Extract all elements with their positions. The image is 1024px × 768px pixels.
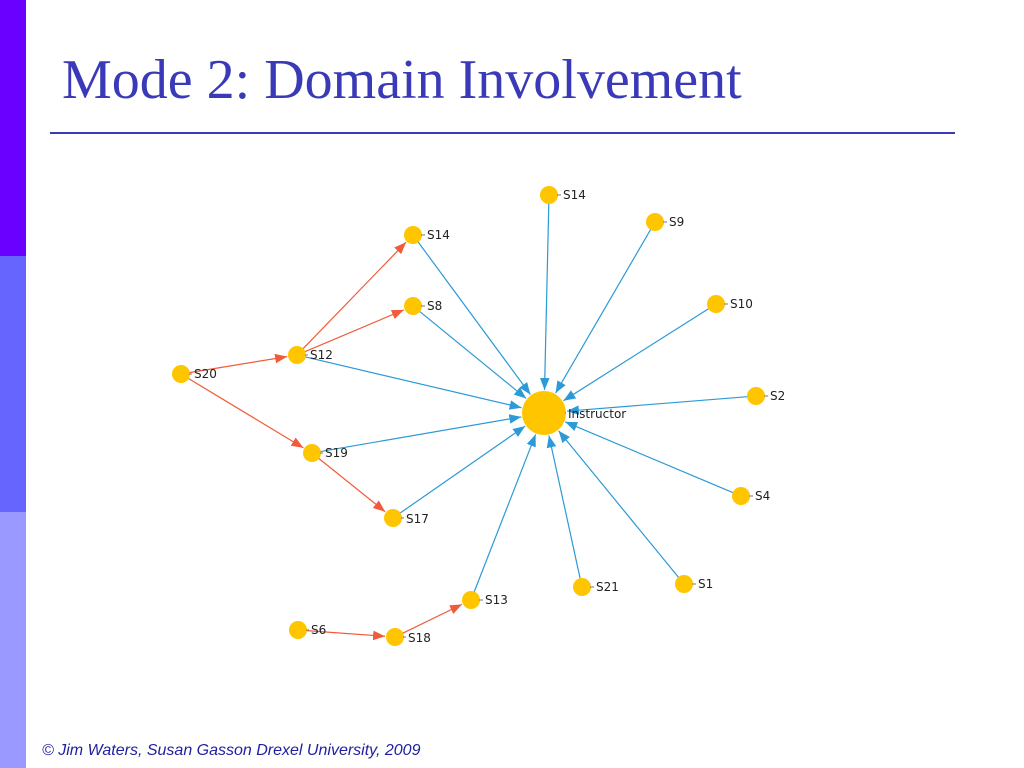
edge-s10-to-instructor bbox=[563, 307, 711, 402]
edge-s19-to-instructor bbox=[318, 414, 522, 453]
edge-s9-to-instructor bbox=[555, 227, 653, 394]
node-s8 bbox=[404, 297, 422, 315]
node-s6 bbox=[289, 621, 307, 639]
node-label-s2: S2 bbox=[770, 389, 785, 403]
node-instructor bbox=[522, 391, 566, 435]
node-s21 bbox=[573, 578, 591, 596]
side-bar-bottom bbox=[0, 512, 26, 768]
footer: © Jim Waters, Susan Gasson Drexel Univer… bbox=[42, 742, 420, 760]
edge-s12-to-instructor bbox=[303, 356, 522, 410]
edge-s4-to-instructor bbox=[564, 421, 735, 494]
edge-s19-to-s17 bbox=[317, 456, 386, 513]
edge-s13-to-instructor bbox=[472, 434, 537, 594]
node-label-s13: S13 bbox=[485, 593, 508, 607]
node-label-s20: S20 bbox=[194, 367, 217, 381]
node-s18 bbox=[386, 628, 404, 646]
node-s12 bbox=[288, 346, 306, 364]
edge-s6-to-s18 bbox=[304, 629, 386, 641]
node-label-s4: S4 bbox=[755, 489, 770, 503]
node-label-s1: S1 bbox=[698, 577, 713, 591]
footer-text: Jim Waters, Susan Gasson Drexel Universi… bbox=[58, 742, 421, 759]
node-s14b bbox=[404, 226, 422, 244]
node-s4 bbox=[732, 487, 750, 505]
node-s13 bbox=[462, 591, 480, 609]
node-label-s9: S9 bbox=[669, 215, 684, 229]
title-rule bbox=[50, 132, 955, 134]
node-s17 bbox=[384, 509, 402, 527]
node-label-s14b: S14 bbox=[427, 228, 450, 242]
node-label-s14a: S14 bbox=[563, 188, 586, 202]
edge-s20-to-s12 bbox=[187, 353, 288, 374]
node-s2 bbox=[747, 387, 765, 405]
node-label-s10: S10 bbox=[730, 297, 753, 311]
edge-layer bbox=[186, 201, 750, 641]
edge-s21-to-instructor bbox=[546, 435, 582, 581]
edge-s14b-to-instructor bbox=[416, 240, 531, 395]
node-s19 bbox=[303, 444, 321, 462]
side-bar-middle bbox=[0, 256, 26, 512]
node-s10 bbox=[707, 295, 725, 313]
node-label-s12: S12 bbox=[310, 348, 333, 362]
edge-s2-to-instructor bbox=[566, 395, 750, 415]
node-label-s6: S6 bbox=[311, 623, 326, 637]
node-label-instructor: Instructor bbox=[568, 407, 626, 421]
edge-s17-to-instructor bbox=[398, 425, 526, 515]
node-s14a bbox=[540, 186, 558, 204]
node-label-s18: S18 bbox=[408, 631, 431, 645]
edge-s1-to-instructor bbox=[558, 430, 681, 579]
node-s9 bbox=[646, 213, 664, 231]
edge-s12-to-s14b bbox=[301, 241, 407, 351]
node-label-s17: S17 bbox=[406, 512, 429, 526]
edge-s18-to-s13 bbox=[401, 603, 463, 635]
node-s1 bbox=[675, 575, 693, 593]
node-label-s19: S19 bbox=[325, 446, 348, 460]
edge-s12-to-s8 bbox=[303, 309, 405, 353]
slide-title: Mode 2: Domain Involvement bbox=[62, 49, 742, 111]
node-layer: InstructorS14S14S9S10S8S12S20S2S19S4S17S… bbox=[172, 186, 785, 646]
edge-s20-to-s19 bbox=[186, 377, 304, 449]
node-label-s8: S8 bbox=[427, 299, 442, 313]
side-bar-top bbox=[0, 0, 26, 256]
node-label-s21: S21 bbox=[596, 580, 619, 594]
node-s20 bbox=[172, 365, 190, 383]
edge-s8-to-instructor bbox=[418, 309, 527, 399]
edge-s14a-to-instructor bbox=[540, 201, 550, 391]
copyright-icon: © bbox=[42, 742, 54, 759]
